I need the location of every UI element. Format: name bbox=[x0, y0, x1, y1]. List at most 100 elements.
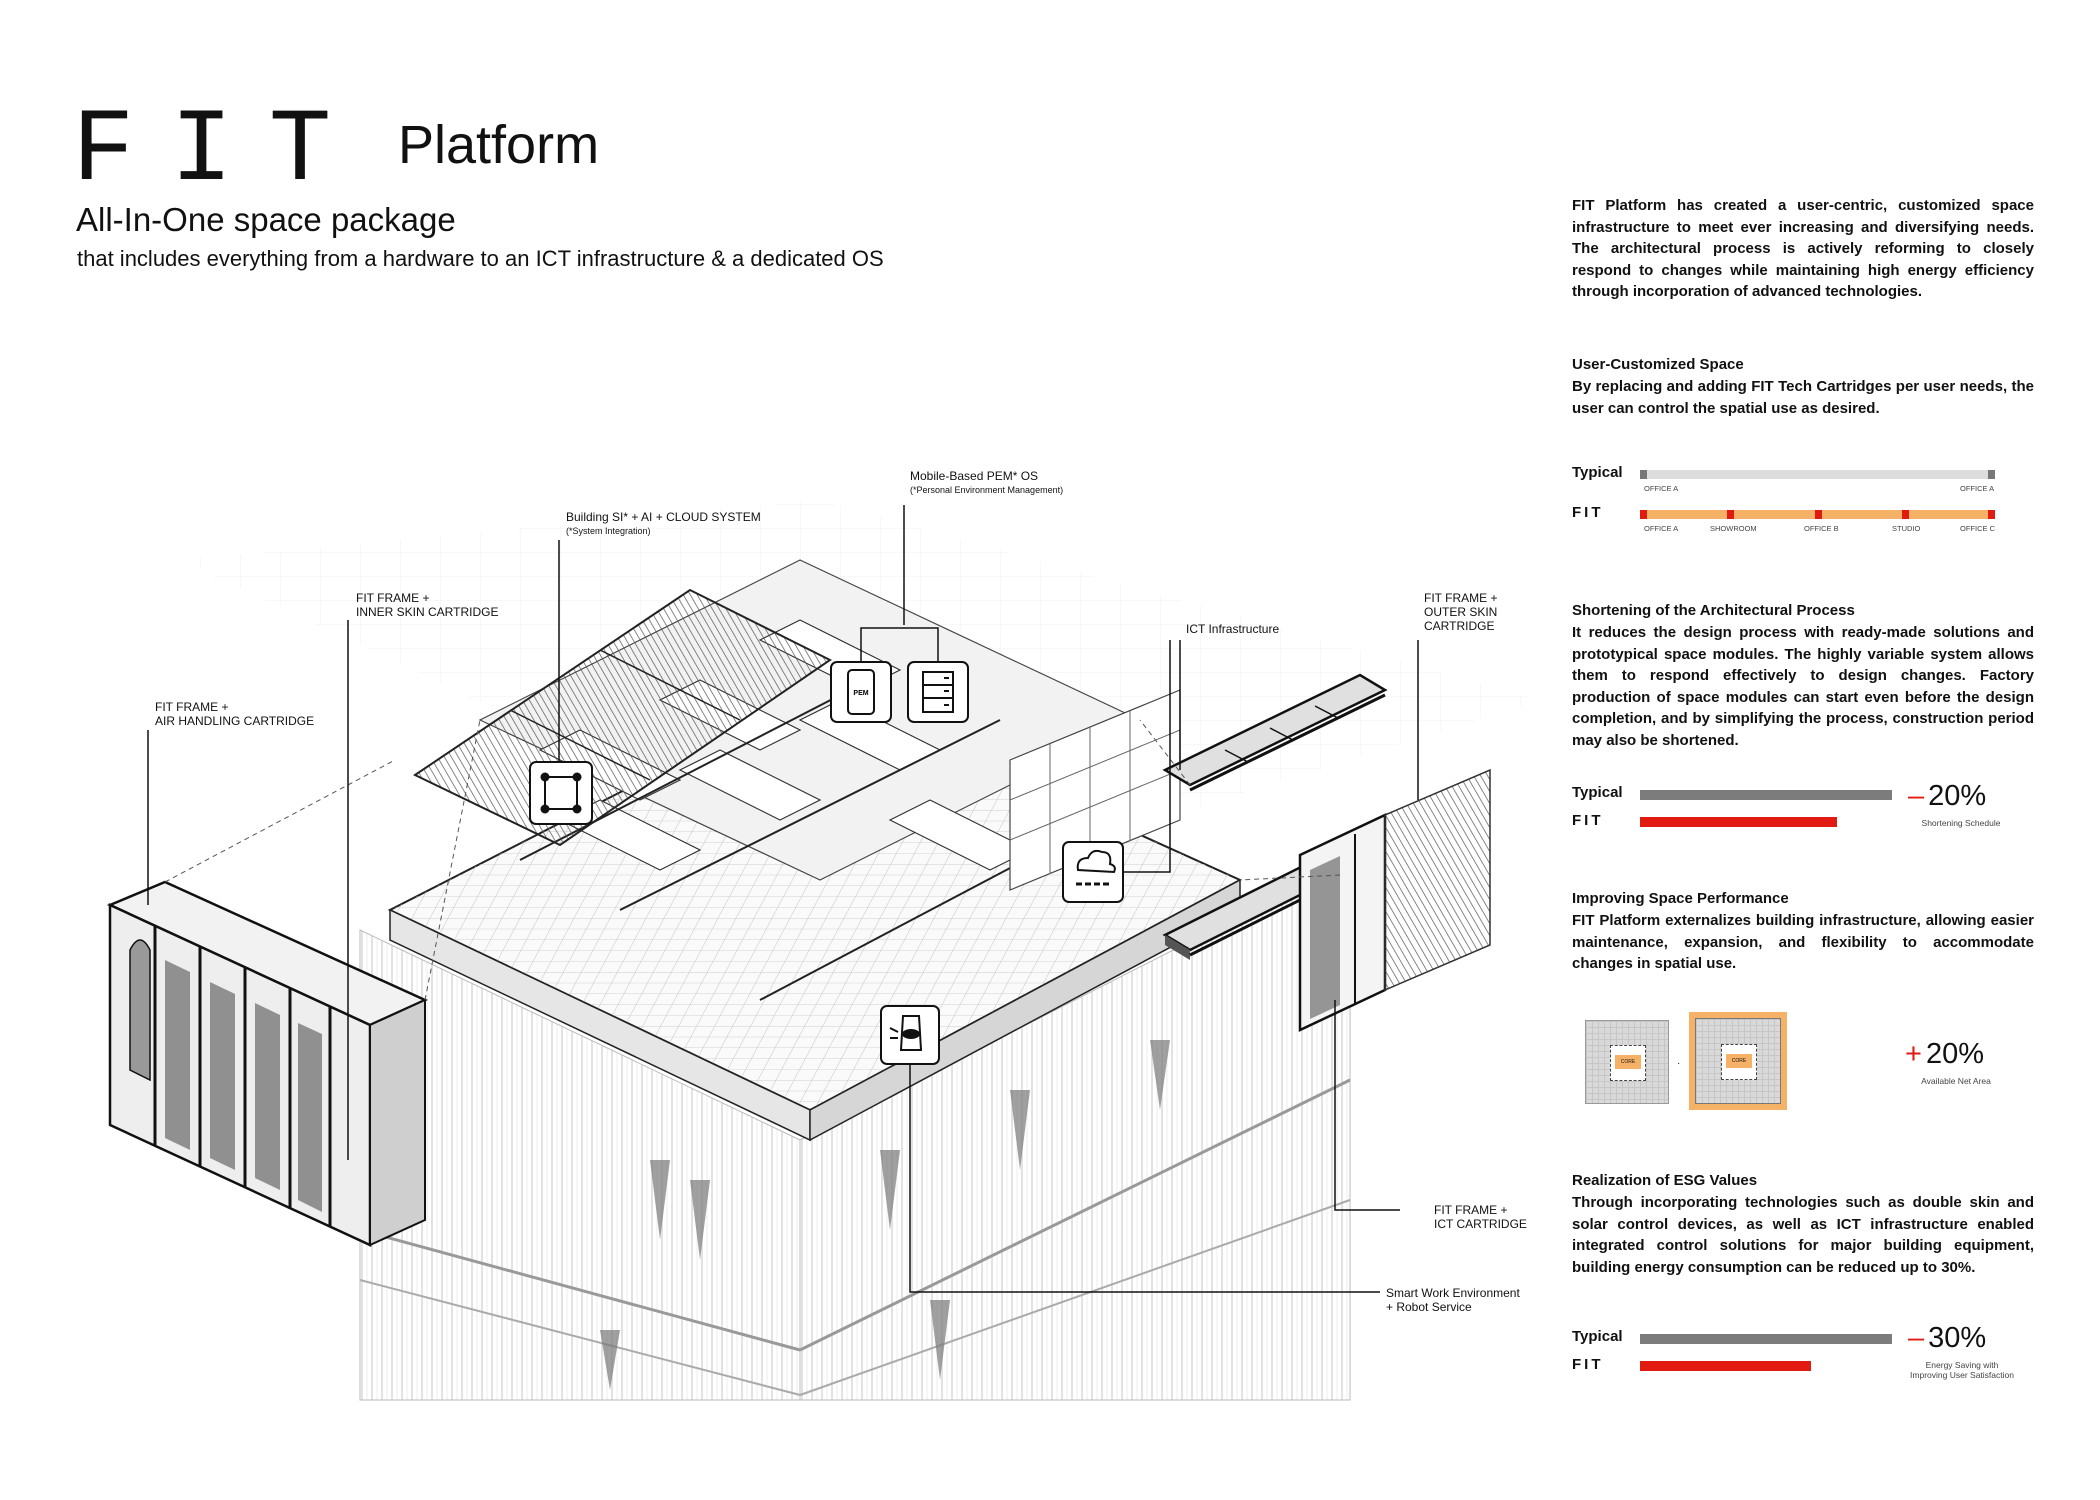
stat-sign: – bbox=[1908, 780, 1925, 812]
energy-bar-chart: Typical FIT –30% Energy Saving with Impr… bbox=[1572, 1322, 2042, 1388]
room-label: OFFICE A bbox=[1644, 484, 1679, 493]
pem-icon-label: PEM bbox=[853, 690, 868, 697]
callout-sub: (*System Integration) bbox=[566, 526, 651, 536]
room-label: OFFICE A bbox=[1644, 524, 1679, 533]
callout-ict-cartridge: FIT FRAME + ICT CARTRIDGE bbox=[1434, 1203, 1527, 1231]
typical-floor-plan: CORE bbox=[1585, 1020, 1669, 1104]
callout-line: FIT FRAME + bbox=[356, 591, 430, 605]
section-customized: User-Customized Space By replacing and a… bbox=[1572, 356, 2034, 419]
section-title: User-Customized Space bbox=[1572, 356, 1744, 373]
callout-line: Smart Work Environment bbox=[1386, 1286, 1520, 1300]
stat-value: 30% bbox=[1928, 1322, 1987, 1354]
core-box: CORE bbox=[1721, 1044, 1757, 1080]
section-esg: Realization of ESG Values Through incorp… bbox=[1572, 1172, 2034, 1278]
schedule-stat: –20% bbox=[1908, 780, 1986, 813]
section-body: Through incorporating technologies such … bbox=[1572, 1194, 2034, 1276]
section-process: Shortening of the Architectural Process … bbox=[1572, 602, 2034, 751]
area-note: Available Net Area bbox=[1921, 1076, 1991, 1086]
fit-divider bbox=[1902, 510, 1909, 519]
energy-note-line: Energy Saving with bbox=[1925, 1360, 1999, 1370]
space-bar-diagram: Typical OFFICE A OFFICE A FIT OFFICE A S… bbox=[1572, 464, 2042, 534]
fit-bar bbox=[1640, 817, 1837, 827]
section-body: By replacing and adding FIT Tech Cartrid… bbox=[1572, 378, 2034, 417]
system-integration-icon bbox=[529, 761, 593, 825]
air-handling-cartridge bbox=[106, 880, 429, 1247]
typical-bar bbox=[1640, 1334, 1892, 1344]
fit-divider bbox=[1727, 510, 1734, 519]
fit-divider bbox=[1988, 510, 1995, 519]
robot-icon bbox=[880, 1005, 940, 1065]
room-label: SHOWROOM bbox=[1710, 524, 1757, 533]
callout-sub: (*Personal Environment Management) bbox=[910, 485, 1064, 495]
callout-pem-os: Mobile-Based PEM* OS (*Personal Environm… bbox=[910, 469, 1063, 497]
core-label: CORE bbox=[1726, 1054, 1752, 1068]
pem-phone-icon: PEM bbox=[830, 661, 892, 723]
room-label: OFFICE B bbox=[1804, 524, 1839, 533]
callout-line: INNER SKIN CARTRIDGE bbox=[356, 605, 499, 619]
callout-line: FIT FRAME + bbox=[1424, 591, 1498, 605]
intro-text: FIT Platform has created a user-centric,… bbox=[1572, 197, 2034, 300]
outer-skin-cartridge bbox=[1298, 768, 1491, 1032]
leader-lines bbox=[147, 505, 1419, 1293]
fit-divider bbox=[1640, 510, 1647, 519]
section-body: It reduces the design process with ready… bbox=[1572, 624, 2034, 749]
typical-label: Typical bbox=[1572, 784, 1623, 801]
fit-label: FIT bbox=[1572, 1356, 1604, 1373]
callout-outer-skin: FIT FRAME + OUTER SKIN CARTRIDGE bbox=[1424, 591, 1497, 633]
callout-line: FIT FRAME + bbox=[155, 700, 229, 714]
callout-air-handling: FIT FRAME + AIR HANDLING CARTRIDGE bbox=[155, 700, 314, 728]
callout-inner-skin: FIT FRAME + INNER SKIN CARTRIDGE bbox=[356, 591, 498, 619]
page-subtitle: All-In-One space package bbox=[76, 201, 456, 238]
callout-smart-work: Smart Work Environment + Robot Service bbox=[1386, 1286, 1520, 1314]
typical-space-bar bbox=[1640, 470, 1995, 479]
section-performance: Improving Space Performance FIT Platform… bbox=[1572, 890, 2034, 975]
page-description: that includes everything from a hardware… bbox=[77, 246, 884, 271]
section-title: Improving Space Performance bbox=[1572, 890, 1789, 907]
callout-line: OUTER SKIN bbox=[1424, 605, 1498, 619]
callout-line: AIR HANDLING CARTRIDGE bbox=[155, 714, 315, 728]
stat-sign: + bbox=[1905, 1038, 1922, 1070]
callout-title: Mobile-Based PEM* OS bbox=[910, 469, 1039, 483]
typical-divider bbox=[1988, 470, 1995, 479]
fit-floor-plan: CORE bbox=[1695, 1018, 1781, 1104]
room-label: OFFICE A bbox=[1960, 484, 1995, 493]
outer-skin-top-cartridge bbox=[1162, 673, 1388, 792]
room-label: STUDIO bbox=[1892, 524, 1921, 533]
building-facade-side bbox=[799, 859, 1351, 1401]
stat-value: 20% bbox=[1925, 1038, 1984, 1070]
storage-unit bbox=[1009, 689, 1181, 891]
fit-label: FIT bbox=[1572, 812, 1604, 829]
area-compare-diagram: CORE · CORE +20% Available Net Area bbox=[1585, 1012, 2035, 1112]
callout-line: FIT FRAME + bbox=[1434, 1203, 1508, 1217]
cloud-network-icon bbox=[1062, 841, 1124, 903]
schedule-note: Shortening Schedule bbox=[1921, 818, 2001, 828]
building-axonometric: PEM bbox=[106, 500, 1540, 1401]
compare-dot: · bbox=[1677, 1058, 1681, 1069]
platform-title: Platform bbox=[398, 115, 600, 175]
core-label: CORE bbox=[1615, 1055, 1641, 1069]
server-icon bbox=[907, 661, 969, 723]
callout-line: ICT CARTRIDGE bbox=[1434, 1217, 1527, 1231]
fit-floor-plan-frame: CORE bbox=[1689, 1012, 1787, 1110]
callout-line: CARTRIDGE bbox=[1424, 619, 1495, 633]
typical-bar bbox=[1640, 790, 1892, 800]
energy-note: Energy Saving with Improving User Satisf… bbox=[1902, 1360, 2022, 1380]
area-stat: +20% bbox=[1905, 1038, 1984, 1071]
stat-sign: – bbox=[1908, 1322, 1925, 1354]
fit-divider bbox=[1815, 510, 1822, 519]
core-box: CORE bbox=[1610, 1045, 1646, 1081]
fit-bar bbox=[1640, 1361, 1812, 1371]
section-body: FIT Platform externalizes building infra… bbox=[1572, 912, 2034, 972]
fit-label: FIT bbox=[1572, 504, 1604, 521]
stat-value: 20% bbox=[1928, 780, 1987, 812]
fit-logo: FIT bbox=[72, 93, 368, 211]
callout-line: + Robot Service bbox=[1386, 1300, 1472, 1314]
ceiling-louver-panel bbox=[412, 588, 832, 847]
typical-label: Typical bbox=[1572, 1328, 1623, 1345]
callout-title: Building SI* + AI + CLOUD SYSTEM bbox=[566, 510, 761, 524]
typical-label: Typical bbox=[1572, 464, 1623, 481]
schedule-bar-chart: Typical FIT –20% Shortening Schedule bbox=[1572, 780, 2042, 844]
callout-si-cloud: Building SI* + AI + CLOUD SYSTEM (*Syste… bbox=[566, 510, 761, 538]
energy-stat: –30% bbox=[1908, 1322, 1986, 1355]
callout-ict-infrastructure: ICT Infrastructure bbox=[1186, 622, 1280, 636]
